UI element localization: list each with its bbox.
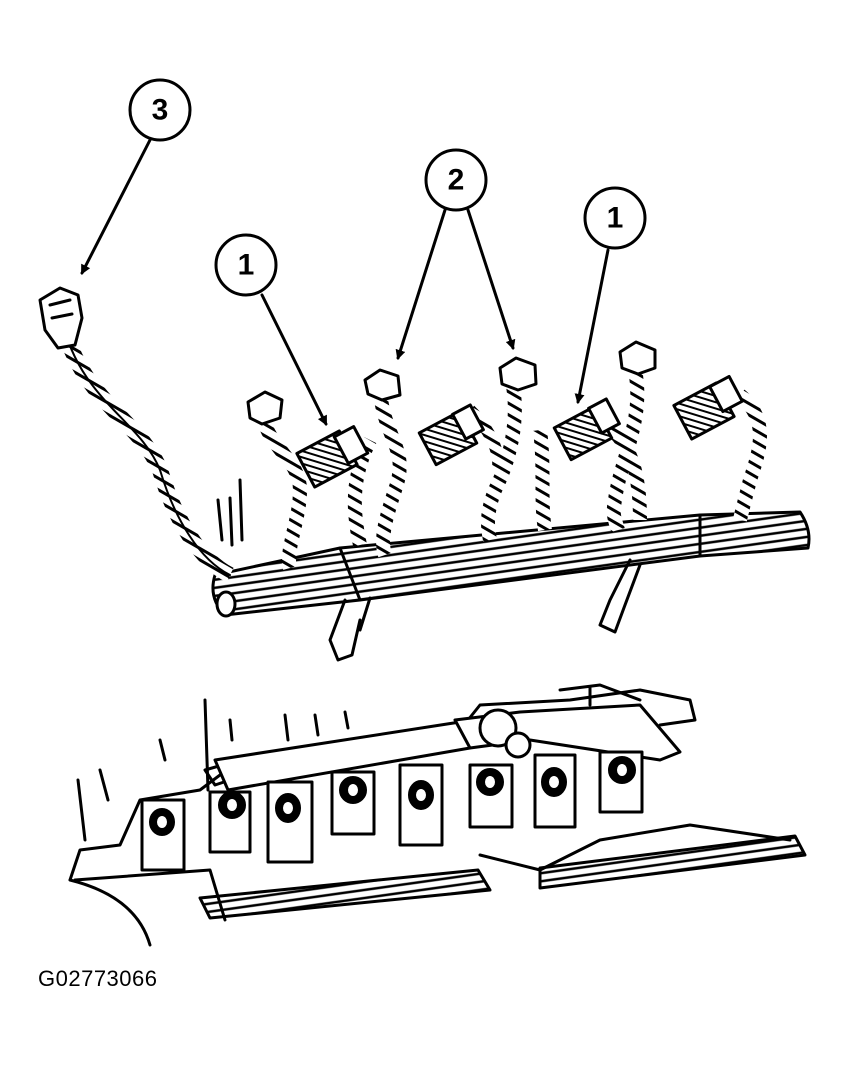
leader-line-2b [466,208,516,350]
leader-lines [80,138,610,426]
harness-connector-3 [38,286,84,350]
leader-line-1-left [260,293,328,426]
engine-intake-area [68,683,807,947]
harness-trunk [211,510,811,618]
injector-connector [498,356,538,392]
fuel-injector [468,763,514,829]
leader-line-1-right [574,248,610,404]
fuel-injector [140,798,186,872]
fuel-injector [598,750,644,814]
callout-1-right: 1 [583,186,647,250]
callout-1-left-label: 1 [238,249,255,282]
fuel-injector [266,780,314,864]
lower-branches [328,558,642,662]
fuel-injector [330,770,376,836]
figure-id: G02773066 [38,966,158,991]
callout-2: 2 [424,148,488,212]
injector-connector [363,368,402,402]
callout-3-label: 3 [152,94,169,127]
ribbed-connector [417,403,485,467]
callout-2-label: 2 [448,164,465,197]
ribbed-connector [672,374,744,441]
injector-connector [246,390,284,426]
ribbed-connector [295,425,370,489]
injector-connector [618,340,657,376]
fuel-injector [208,790,252,854]
fuel-injector [398,763,444,847]
callout-1-left: 1 [214,233,278,297]
leader-line-3 [80,138,152,275]
leader-line-2a [395,208,447,360]
ribbed-connector [552,397,621,462]
callout-1-right-label: 1 [607,202,624,235]
fuel-injector [533,753,577,829]
callout-3: 3 [128,78,192,142]
fuel-injectors [140,750,644,872]
